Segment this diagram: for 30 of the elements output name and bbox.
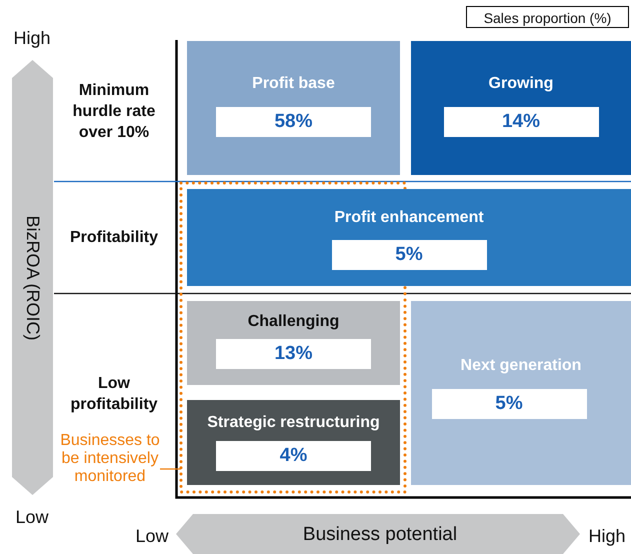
- percentage-value: 5%: [432, 389, 586, 419]
- category-title: Strategic restructuring: [206, 414, 381, 432]
- leader-line: [160, 468, 181, 470]
- axis-label: High: [12, 28, 52, 49]
- category-title: Growing: [488, 75, 554, 93]
- axis-title: Business potential: [302, 524, 458, 546]
- callout-text: Businesses to be intensively monitored: [58, 432, 162, 486]
- row-label: Low profitability: [69, 374, 159, 415]
- percentage-value: 13%: [216, 339, 371, 369]
- percentage-value: 14%: [444, 107, 598, 137]
- axis-label: Low: [14, 507, 50, 528]
- category-title: Profit enhancement: [333, 209, 485, 227]
- category-box: [187, 301, 400, 385]
- category-title: Next generation: [460, 357, 582, 375]
- axis-title: BizROA (ROIC): [22, 214, 44, 342]
- category-box: [187, 41, 400, 175]
- row-label: Minimum hurdle rate over 10%: [72, 81, 156, 143]
- category-box: [187, 400, 400, 485]
- axis-label: Low: [134, 526, 170, 547]
- percentage-value: 4%: [216, 441, 371, 471]
- category-title: Profit base: [251, 75, 336, 93]
- category-box: [411, 41, 631, 175]
- percentage-value: 5%: [332, 240, 486, 270]
- category-title: Challenging: [246, 313, 340, 331]
- category-box: [187, 189, 631, 286]
- category-box: [411, 301, 631, 485]
- percentage-value: 58%: [216, 107, 371, 137]
- axis-label: High: [587, 526, 627, 547]
- unit-note: Sales proportion (%): [466, 6, 629, 28]
- row-label: Profitability: [68, 229, 159, 247]
